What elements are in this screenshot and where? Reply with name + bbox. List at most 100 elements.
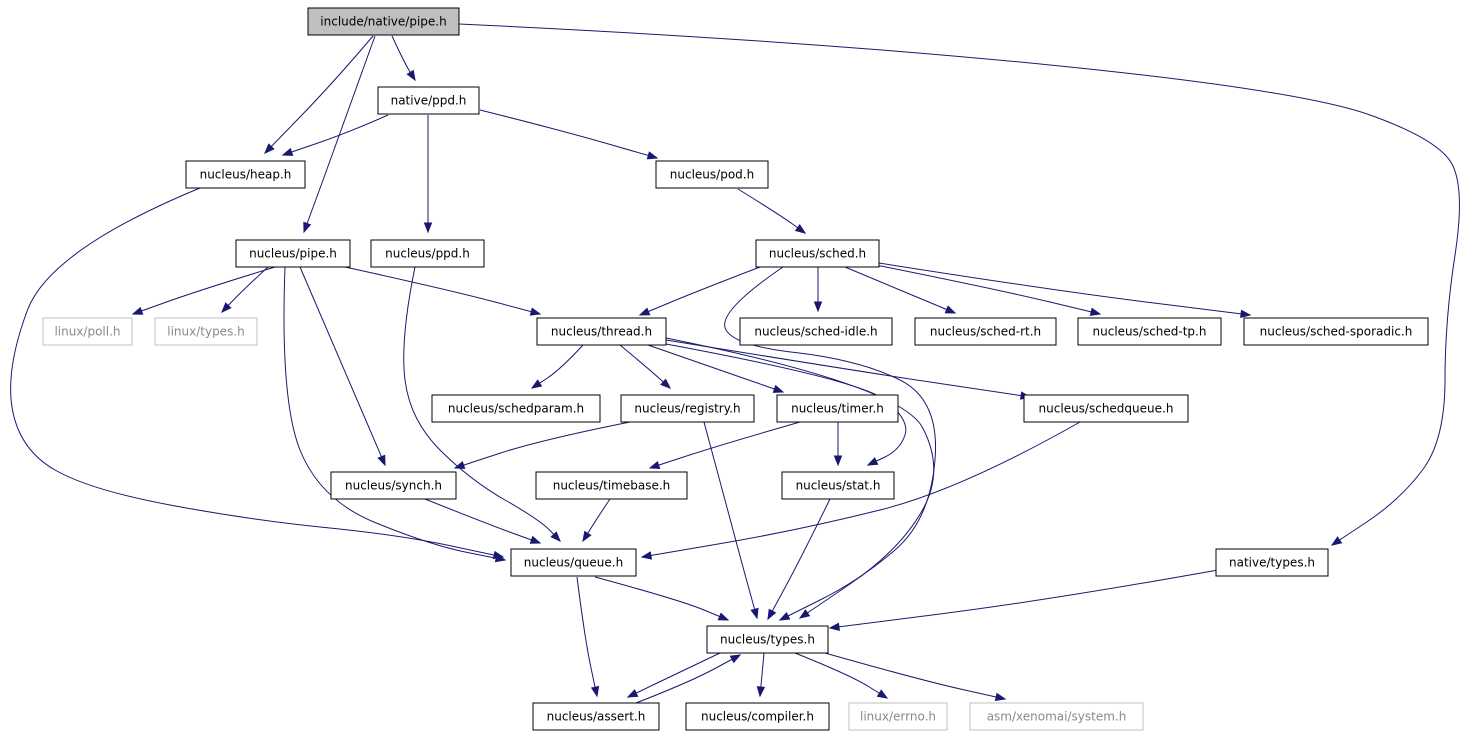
edge-arrowhead [423, 222, 433, 234]
edge-nucleus_types-to-compiler [756, 652, 766, 698]
node-root[interactable]: include/native/pipe.h [307, 7, 460, 36]
edge-arrowhead [660, 378, 672, 389]
node-box [510, 548, 637, 577]
node-sched-rt[interactable]: nucleus/sched-rt.h [914, 317, 1057, 346]
node-native-ppd[interactable]: native/ppd.h [377, 86, 480, 115]
edge-line [299, 266, 386, 466]
edge-arrowhead [1240, 309, 1252, 319]
node-label: nucleus/schedparam.h [448, 402, 584, 416]
node-stat[interactable]: nucleus/stat.h [781, 471, 895, 500]
edge-nucleus_sched-to-sched_rt [844, 266, 957, 314]
node-nucleus-heap[interactable]: nucleus/heap.h [185, 160, 306, 189]
edge-line [649, 421, 801, 469]
edge-arrowhead [772, 384, 785, 393]
edge-registry-to-synch [453, 421, 631, 470]
edge-line [303, 35, 376, 233]
edge-arrowhead [582, 530, 592, 543]
node-compiler[interactable]: nucleus/compiler.h [685, 702, 830, 731]
edge-line [844, 266, 956, 314]
node-box [370, 239, 485, 268]
edge-schedqueue-to-queue [640, 421, 1081, 560]
edge-arrowhead [529, 535, 542, 544]
node-box [706, 625, 829, 654]
edge-line [132, 266, 276, 315]
node-label: nucleus/thread.h [551, 325, 652, 339]
node-queue[interactable]: nucleus/queue.h [510, 548, 637, 577]
node-timer[interactable]: nucleus/timer.h [776, 394, 899, 423]
node-box [532, 702, 660, 731]
edge-registry-to-nucleus_types [703, 421, 759, 620]
edge-arrowhead [1089, 307, 1102, 316]
node-label: nucleus/sched-tp.h [1093, 325, 1207, 339]
node-box [755, 239, 880, 268]
edge-arrowhead [550, 531, 561, 542]
node-box [776, 394, 899, 423]
edge-arrowhead [646, 151, 659, 160]
node-label: nucleus/sched.h [769, 247, 866, 261]
edge-arrowhead [530, 379, 543, 389]
node-label: nucleus/heap.h [200, 168, 292, 182]
node-sched-idle[interactable]: nucleus/sched-idle.h [739, 317, 893, 346]
node-synch[interactable]: nucleus/synch.h [330, 471, 457, 500]
node-timebase[interactable]: nucleus/timebase.h [535, 471, 688, 500]
edge-line [479, 109, 658, 159]
edge-synch-to-queue [424, 498, 542, 544]
node-schedparam[interactable]: nucleus/schedparam.h [431, 394, 601, 423]
edge-nucleus_ppd-to-queue [403, 266, 561, 542]
edge-line [10, 187, 504, 558]
edge-arrowhead [453, 461, 466, 470]
edge-arrowhead [756, 686, 766, 698]
edge-line [531, 344, 584, 389]
node-linux-poll: linux/poll.h [42, 317, 133, 346]
edge-line [641, 421, 1081, 558]
edge-arrowhead [866, 457, 879, 466]
edge-nucleus_sched-to-sched_sporadic [878, 262, 1252, 319]
node-assert[interactable]: nucleus/assert.h [532, 702, 660, 731]
edge-line [794, 652, 888, 699]
node-label: nucleus/stat.h [796, 479, 881, 493]
node-schedqueue[interactable]: nucleus/schedqueue.h [1023, 394, 1189, 423]
edge-arrowhead [813, 301, 823, 313]
node-sched-tp[interactable]: nucleus/sched-tp.h [1077, 317, 1222, 346]
node-nucleus-pipe[interactable]: nucleus/pipe.h [235, 239, 351, 268]
node-label: nucleus/sched-sporadic.h [1260, 325, 1413, 339]
node-nucleus-sched[interactable]: nucleus/sched.h [755, 239, 880, 268]
edge-line [627, 652, 721, 698]
edge-arrowhead [640, 551, 653, 560]
edge-line [576, 576, 598, 697]
node-sched-sporadic[interactable]: nucleus/sched-sporadic.h [1243, 317, 1429, 346]
edge-arrowhead [767, 608, 777, 621]
node-box [536, 317, 667, 346]
edge-line [283, 266, 506, 561]
edge-line [391, 35, 416, 81]
edge-queue-to-assert [576, 576, 600, 698]
edge-line [221, 266, 269, 313]
node-nucleus-ppd[interactable]: nucleus/ppd.h [370, 239, 485, 268]
edge-timer-to-stat [833, 422, 843, 467]
edge-arrowhead [590, 685, 600, 698]
edge-nucleus_pod-to-nucleus_sched [737, 188, 807, 234]
edge-line [665, 337, 935, 619]
node-registry[interactable]: nucleus/registry.h [620, 394, 755, 423]
edge-stat-to-nucleus_types [767, 498, 831, 621]
node-box [969, 702, 1144, 731]
edge-native_types-to-nucleus_types [828, 569, 1219, 631]
node-box [1023, 394, 1189, 423]
node-linux-types: linux/types.h [154, 317, 258, 346]
edge-nucleus_sched-to-nucleus_types [724, 266, 937, 621]
node-nucleus-types[interactable]: nucleus/types.h [706, 625, 829, 654]
node-label: nucleus/pipe.h [249, 247, 337, 261]
edge-arrowhead [638, 307, 651, 316]
node-native-types[interactable]: native/types.h [1215, 548, 1329, 577]
edge-arrowhead [798, 609, 811, 619]
edge-line [767, 498, 831, 620]
node-nucleus-pod[interactable]: nucleus/pod.h [655, 160, 769, 189]
edges-layer [10, 23, 1460, 704]
edge-nucleus_thread-to-timer [647, 344, 785, 393]
edge-arrowhead [944, 305, 957, 314]
node-box [330, 471, 457, 500]
node-nucleus-thread[interactable]: nucleus/thread.h [536, 317, 667, 346]
edge-nucleus_sched-to-nucleus_thread [638, 266, 761, 316]
edge-root-to-native_ppd [391, 35, 416, 82]
